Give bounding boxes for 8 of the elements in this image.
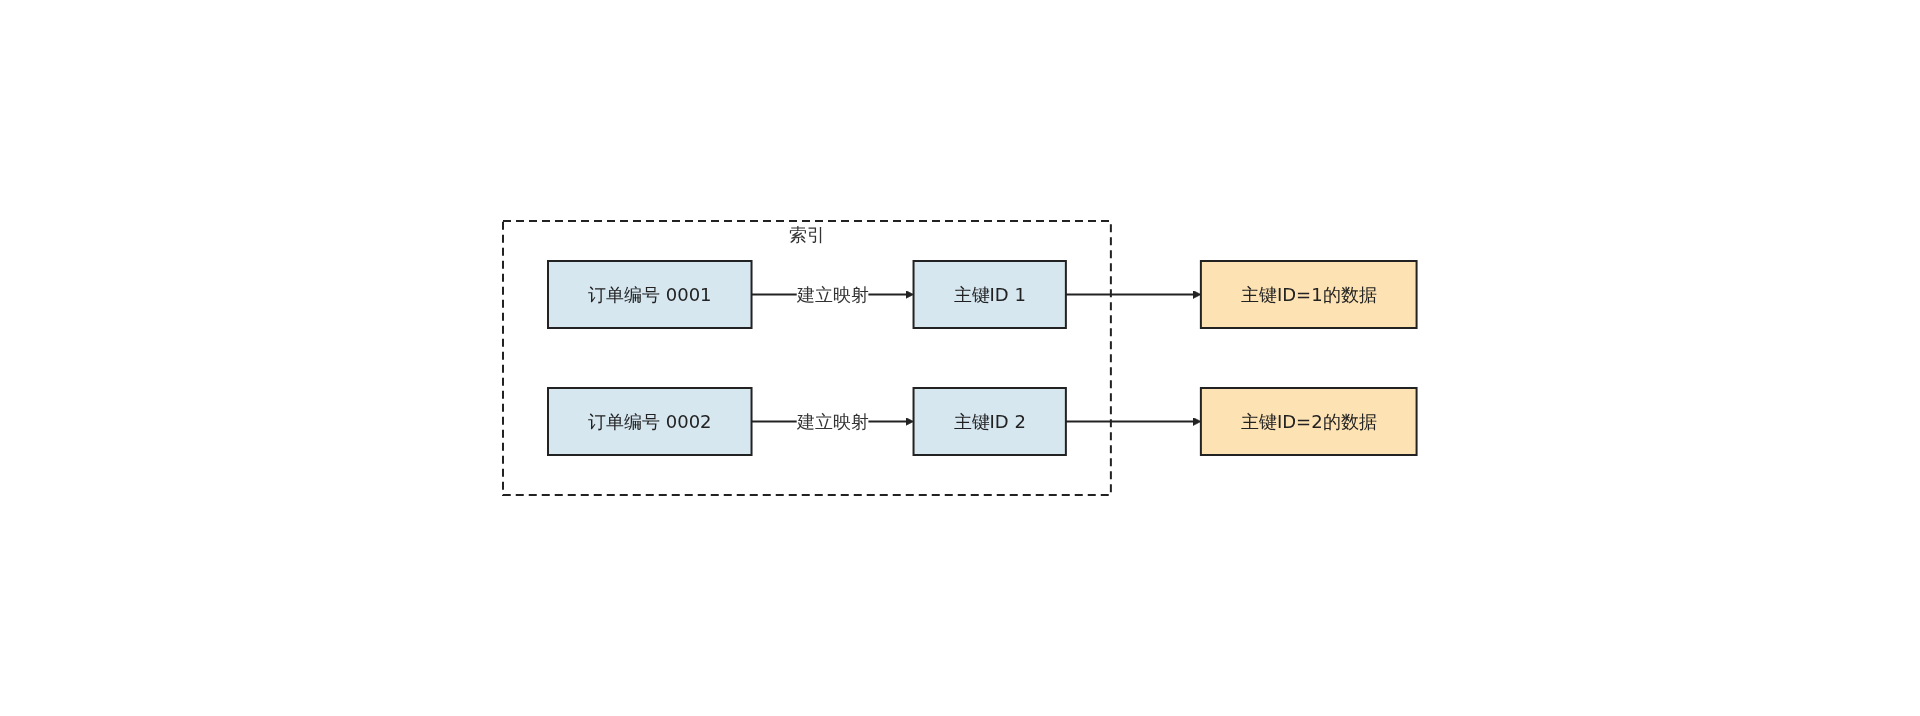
node-box: 订单编号 0001 <box>547 260 753 329</box>
node-box: 订单编号 0002 <box>547 387 753 456</box>
node-box: 主键ID=1的数据 <box>1200 260 1418 329</box>
node-box: 主键ID=2的数据 <box>1200 387 1418 456</box>
edge-label: 建立映射 <box>796 284 869 305</box>
node-box: 主键ID 1 <box>912 260 1068 329</box>
edge-label: 建立映射 <box>796 411 869 432</box>
node-box: 主键ID 2 <box>912 387 1068 456</box>
